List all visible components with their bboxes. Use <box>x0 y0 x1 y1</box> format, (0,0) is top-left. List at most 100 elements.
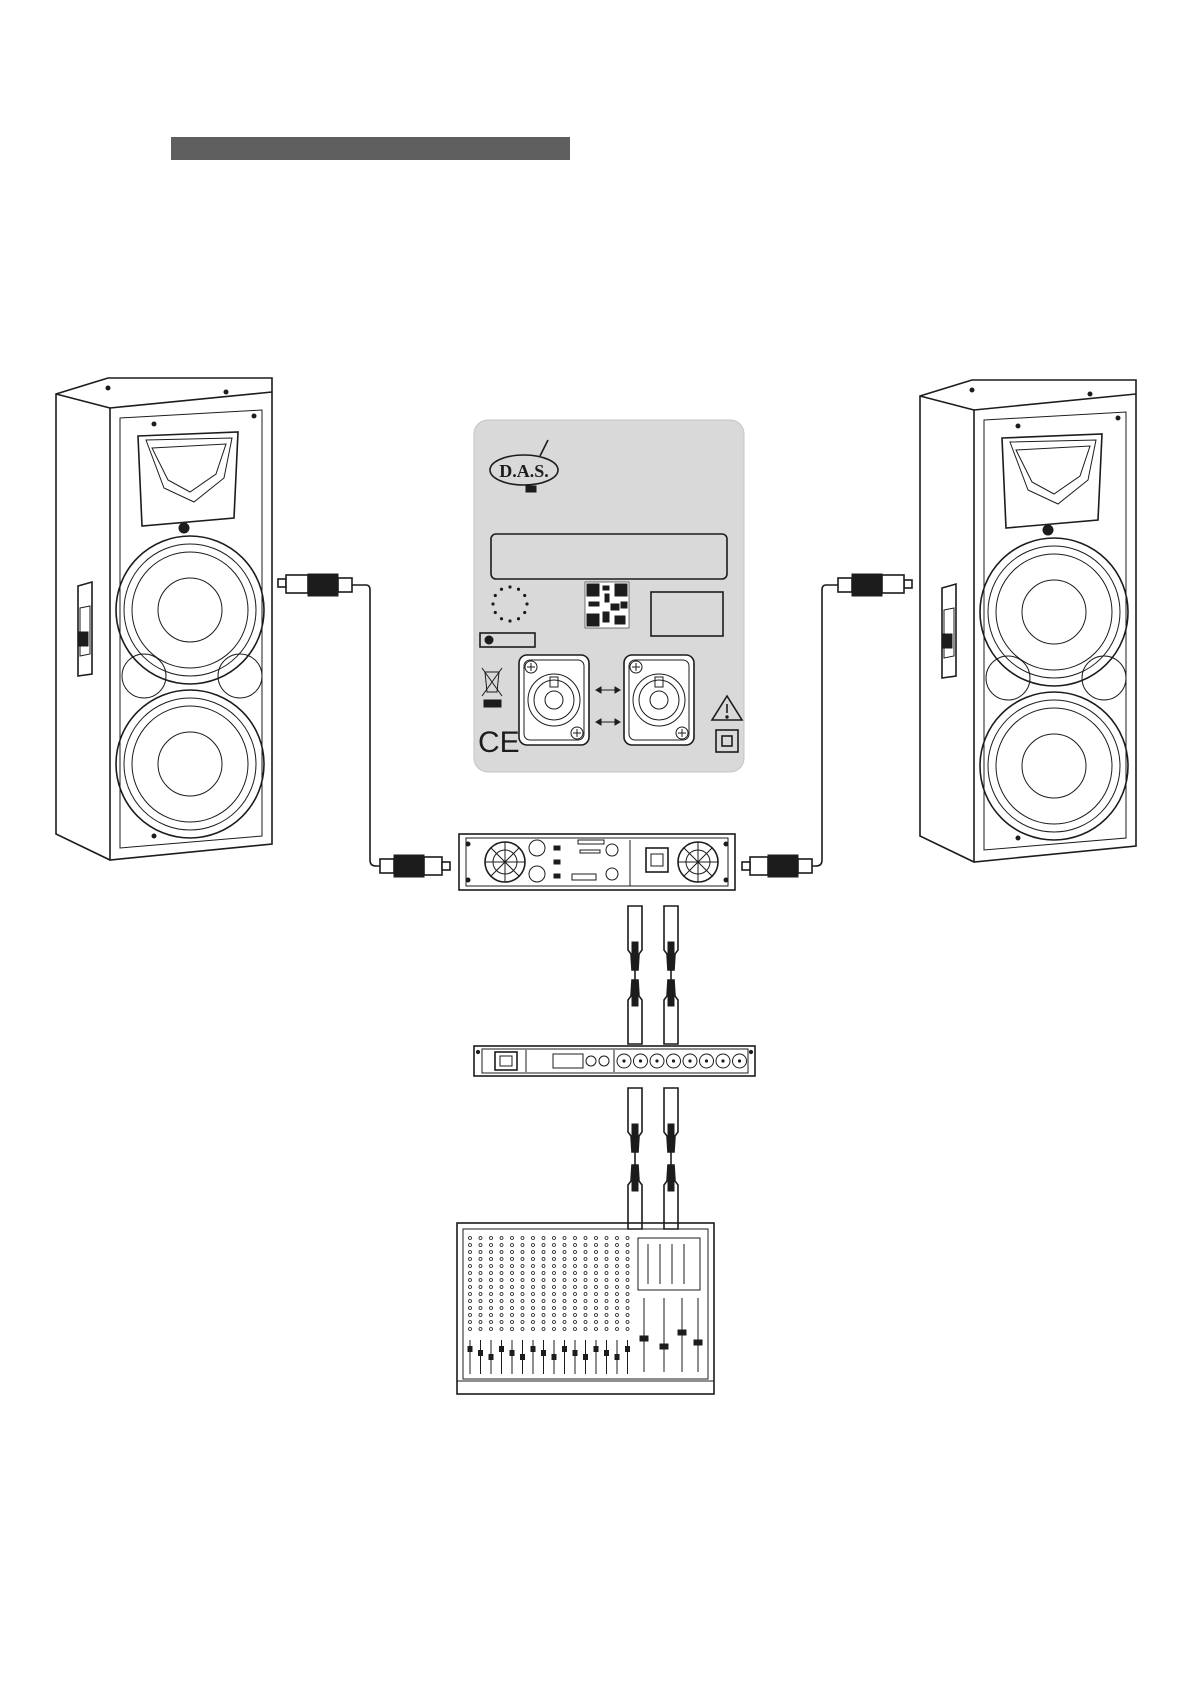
mixer-knob <box>490 1300 493 1303</box>
mixer-knob <box>584 1272 587 1275</box>
signal-processor <box>474 1046 755 1076</box>
mixer-knob <box>542 1293 545 1296</box>
mixer-knob <box>532 1286 535 1289</box>
mixer-knob <box>616 1314 619 1317</box>
mixer-knob <box>574 1300 577 1303</box>
mixer-knob <box>521 1251 524 1254</box>
processor-xlr-pin <box>705 1059 708 1062</box>
mixer-fader-cap <box>604 1350 609 1356</box>
mixer-knob <box>584 1314 587 1317</box>
mixing-console <box>457 1223 714 1394</box>
mixer-knob <box>500 1328 503 1331</box>
mixer-knob <box>563 1265 566 1268</box>
mixer-knob <box>553 1258 556 1261</box>
mixer-knob <box>469 1258 472 1261</box>
mixer-knob <box>626 1321 629 1324</box>
mixer-knob <box>490 1258 493 1261</box>
mixer-knob <box>584 1237 587 1240</box>
eu-star <box>525 602 528 605</box>
amp-speakon-1 <box>529 840 545 856</box>
mixer-knob <box>479 1265 482 1268</box>
mixer-knob <box>563 1272 566 1275</box>
mixer-knob <box>521 1279 524 1282</box>
mixer-knob <box>500 1279 503 1282</box>
mixer-knob <box>511 1328 514 1331</box>
mixer-knob <box>521 1258 524 1261</box>
mixer-knob <box>511 1279 514 1282</box>
mixer-knob <box>574 1293 577 1296</box>
mixer-knob <box>574 1251 577 1254</box>
mixer-knob <box>605 1272 608 1275</box>
mixer-knob <box>500 1265 503 1268</box>
processor-xlr-pin <box>738 1059 741 1062</box>
mixer-knob <box>584 1244 587 1247</box>
mixer-knob <box>542 1307 545 1310</box>
mixer-knob <box>521 1300 524 1303</box>
mixer-knob <box>605 1293 608 1296</box>
mixer-knob <box>574 1321 577 1324</box>
eu-star <box>517 588 520 591</box>
qr-code-icon <box>585 582 629 628</box>
mixer-knob <box>490 1237 493 1240</box>
mixer-knob <box>500 1314 503 1317</box>
mixer-knob <box>542 1244 545 1247</box>
mixer-knob <box>574 1237 577 1240</box>
mixer-knob <box>626 1314 629 1317</box>
mixer-fader-cap <box>573 1350 578 1356</box>
mixer-knob <box>595 1279 598 1282</box>
mixer-knob <box>532 1328 535 1331</box>
mixer-knob <box>542 1314 545 1317</box>
mixer-knob <box>500 1293 503 1296</box>
mixer-knob <box>479 1321 482 1324</box>
mixer-knob <box>605 1279 608 1282</box>
mixer-knob <box>584 1279 587 1282</box>
mixer-knob <box>490 1321 493 1324</box>
mixer-knob <box>553 1293 556 1296</box>
mixer-knob <box>574 1328 577 1331</box>
mixer-fader-cap <box>594 1346 599 1352</box>
mixer-knob <box>605 1265 608 1268</box>
mixer-knob <box>595 1307 598 1310</box>
mixer-knob <box>490 1286 493 1289</box>
mixer-fader-cap <box>562 1346 567 1352</box>
mixer-knob <box>553 1321 556 1324</box>
eu-star <box>500 588 503 591</box>
mixer-knob <box>469 1314 472 1317</box>
mixer-knob <box>553 1307 556 1310</box>
mixer-knob <box>553 1286 556 1289</box>
mixer-knob <box>616 1321 619 1324</box>
mixer-knob <box>521 1328 524 1331</box>
mixer-knob <box>563 1328 566 1331</box>
mixer-knob <box>469 1307 472 1310</box>
mixer-knob <box>584 1265 587 1268</box>
ce-mark-text: CE <box>478 726 520 759</box>
mixer-knob <box>500 1272 503 1275</box>
processor-xlr-pin <box>721 1059 724 1062</box>
check-icon <box>485 636 493 644</box>
mixer-knob <box>616 1307 619 1310</box>
mixer-knob <box>563 1244 566 1247</box>
mixer-knob <box>626 1251 629 1254</box>
mixer-knob <box>521 1286 524 1289</box>
mixer-knob <box>553 1244 556 1247</box>
processor-xlr-pin <box>672 1059 675 1062</box>
mixer-knob <box>542 1265 545 1268</box>
mixer-knob <box>521 1307 524 1310</box>
mixer-knob <box>479 1307 482 1310</box>
mixer-knob <box>500 1321 503 1324</box>
mixer-knob <box>595 1286 598 1289</box>
mixer-knob <box>500 1300 503 1303</box>
mixer-knob <box>479 1286 482 1289</box>
mixer-knob <box>500 1244 503 1247</box>
mixer-knob <box>490 1272 493 1275</box>
mixer-knob <box>563 1237 566 1240</box>
mixer-knob <box>563 1279 566 1282</box>
mixer-knob <box>605 1328 608 1331</box>
mixer-knob <box>616 1293 619 1296</box>
mixer-knob <box>563 1258 566 1261</box>
mixer-knob <box>532 1279 535 1282</box>
mixer-knob <box>626 1279 629 1282</box>
mixer-fader-cap <box>510 1350 515 1356</box>
speaker-left <box>56 378 272 860</box>
